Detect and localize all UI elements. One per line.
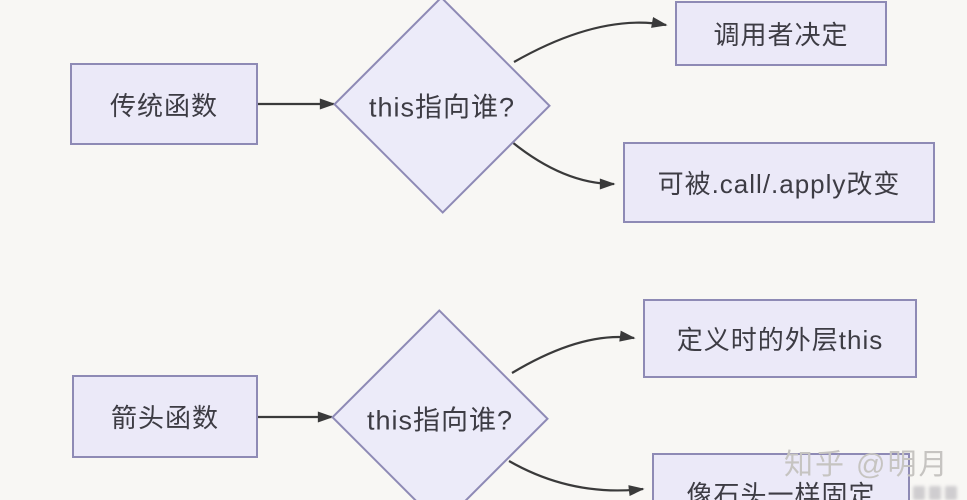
arrow-decision-to-caller [513,17,668,63]
arrow-decision-to-call-apply [511,141,616,190]
node-arrow-function: 箭头函数 [72,375,258,458]
arrow-decision-to-stone [508,460,645,497]
decision-label-arrow: this指向谁? [366,405,514,436]
illegible-text-fragment [913,479,967,500]
node-traditional-function: 传统函数 [70,63,258,145]
node-call-apply-changeable: 可被.call/.apply改变 [623,142,935,223]
node-outer-this-at-definition: 定义时的外层this [643,299,917,378]
node-caller-decides: 调用者决定 [675,1,887,66]
decision-label-traditional: this指向谁? [368,92,516,123]
arrow-decision-to-outer-this [511,330,636,374]
zhihu-watermark: 知乎 @明月 [784,449,950,481]
node-fixed-like-stone: 像石头一样固定 [652,453,910,500]
